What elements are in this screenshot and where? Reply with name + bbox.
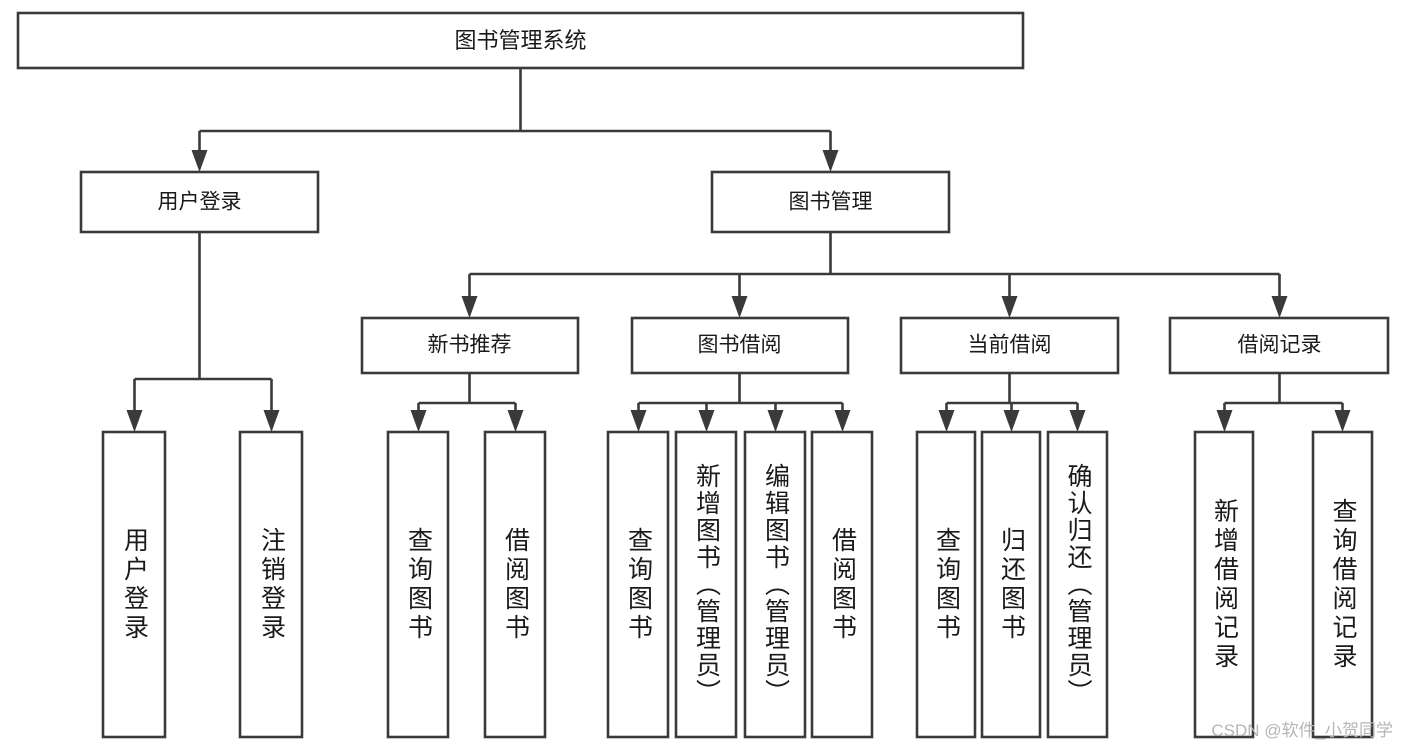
arrow-to-leaf-add-book: [698, 410, 715, 432]
node-book-management-box[interactable]: [710, 170, 951, 234]
edge-root-to-level1-bus: [198, 68, 832, 152]
node-borrow-record[interactable]: 借阅记录: [1168, 316, 1390, 375]
edge-borrowrecord-to-leaves: [1223, 373, 1344, 412]
leaf-box-borrow-book-a[interactable]: [483, 430, 547, 739]
leaf-box-add-record[interactable]: [1193, 430, 1255, 739]
arrow-to-book-management: [822, 150, 839, 172]
leaf-box-layer[interactable]: [101, 430, 1374, 739]
node-borrow-record-label: 借阅记录: [1238, 334, 1322, 357]
arrow-to-borrow-record: [1271, 296, 1288, 318]
arrow-to-leaf-query-book-c: [938, 410, 955, 432]
arrow-to-new-book-recommend: [461, 296, 478, 318]
node-user-login-box[interactable]: [79, 170, 320, 234]
leaf-box-borrow-book-b[interactable]: [810, 430, 874, 739]
node-root-box[interactable]: [16, 11, 1025, 70]
node-user-login[interactable]: 用户登录: [79, 170, 320, 234]
leaf-box-query-book-c[interactable]: [915, 430, 977, 739]
arrow-to-leaf-borrow-book-b: [834, 410, 851, 432]
arrow-to-leaf-confirm-return: [1069, 410, 1086, 432]
leaf-box-return-book[interactable]: [980, 430, 1042, 739]
leaf-box-logout[interactable]: [238, 430, 304, 739]
edge-newbook-to-leaves: [417, 373, 517, 412]
arrow-to-leaf-edit-book: [767, 410, 784, 432]
node-root[interactable]: 图书管理系统: [16, 11, 1025, 70]
watermark-text: CSDN @软件_小贺同学: [1211, 721, 1393, 740]
arrow-to-book-borrow: [731, 296, 748, 318]
arrow-to-leaf-logout: [263, 410, 280, 432]
edge-currentborrow-to-leaves: [945, 373, 1079, 412]
leaf-box-user-login[interactable]: [101, 430, 167, 739]
arrow-to-leaf-query-record: [1334, 410, 1351, 432]
leaf-box-edit-book[interactable]: [743, 430, 807, 739]
node-new-book-recommend-box[interactable]: [360, 316, 580, 375]
connector-layer: [126, 68, 1351, 432]
node-book-borrow-label: 图书借阅: [698, 334, 782, 357]
leaf-box-query-book-a[interactable]: [386, 430, 450, 739]
arrow-to-leaf-borrow-book-a: [507, 410, 524, 432]
leaf-box-confirm-return[interactable]: [1046, 430, 1109, 739]
edge-bookborrow-to-leaves: [637, 373, 844, 412]
node-root-label: 图书管理系统: [454, 28, 586, 53]
node-new-book-recommend[interactable]: 新书推荐: [360, 316, 580, 375]
arrow-to-current-borrow: [1001, 296, 1018, 318]
node-new-book-recommend-label: 新书推荐: [428, 334, 512, 357]
arrow-to-leaf-user-login: [126, 410, 143, 432]
node-book-management-label: 图书管理: [789, 191, 873, 214]
arrow-to-leaf-query-book-b: [630, 410, 647, 432]
node-borrow-record-box[interactable]: [1168, 316, 1390, 375]
edge-userlogin-to-leaves: [133, 232, 273, 412]
node-book-borrow[interactable]: 图书借阅: [630, 316, 850, 375]
node-user-login-label: 用户登录: [158, 191, 242, 214]
node-book-management[interactable]: 图书管理: [710, 170, 951, 234]
node-current-borrow[interactable]: 当前借阅: [899, 316, 1120, 375]
node-book-borrow-box[interactable]: [630, 316, 850, 375]
leaf-box-query-record[interactable]: [1311, 430, 1374, 739]
leaf-box-query-book-b[interactable]: [606, 430, 670, 739]
arrow-to-leaf-return-book: [1003, 410, 1020, 432]
edge-bookmgmt-to-level2-bus: [468, 232, 1281, 298]
leaf-box-add-book[interactable]: [674, 430, 738, 739]
arrow-to-leaf-query-book-a: [410, 410, 427, 432]
arrow-to-leaf-add-record: [1216, 410, 1233, 432]
node-current-borrow-box[interactable]: [899, 316, 1120, 375]
node-current-borrow-label: 当前借阅: [968, 334, 1052, 357]
arrow-to-user-login: [191, 150, 208, 172]
